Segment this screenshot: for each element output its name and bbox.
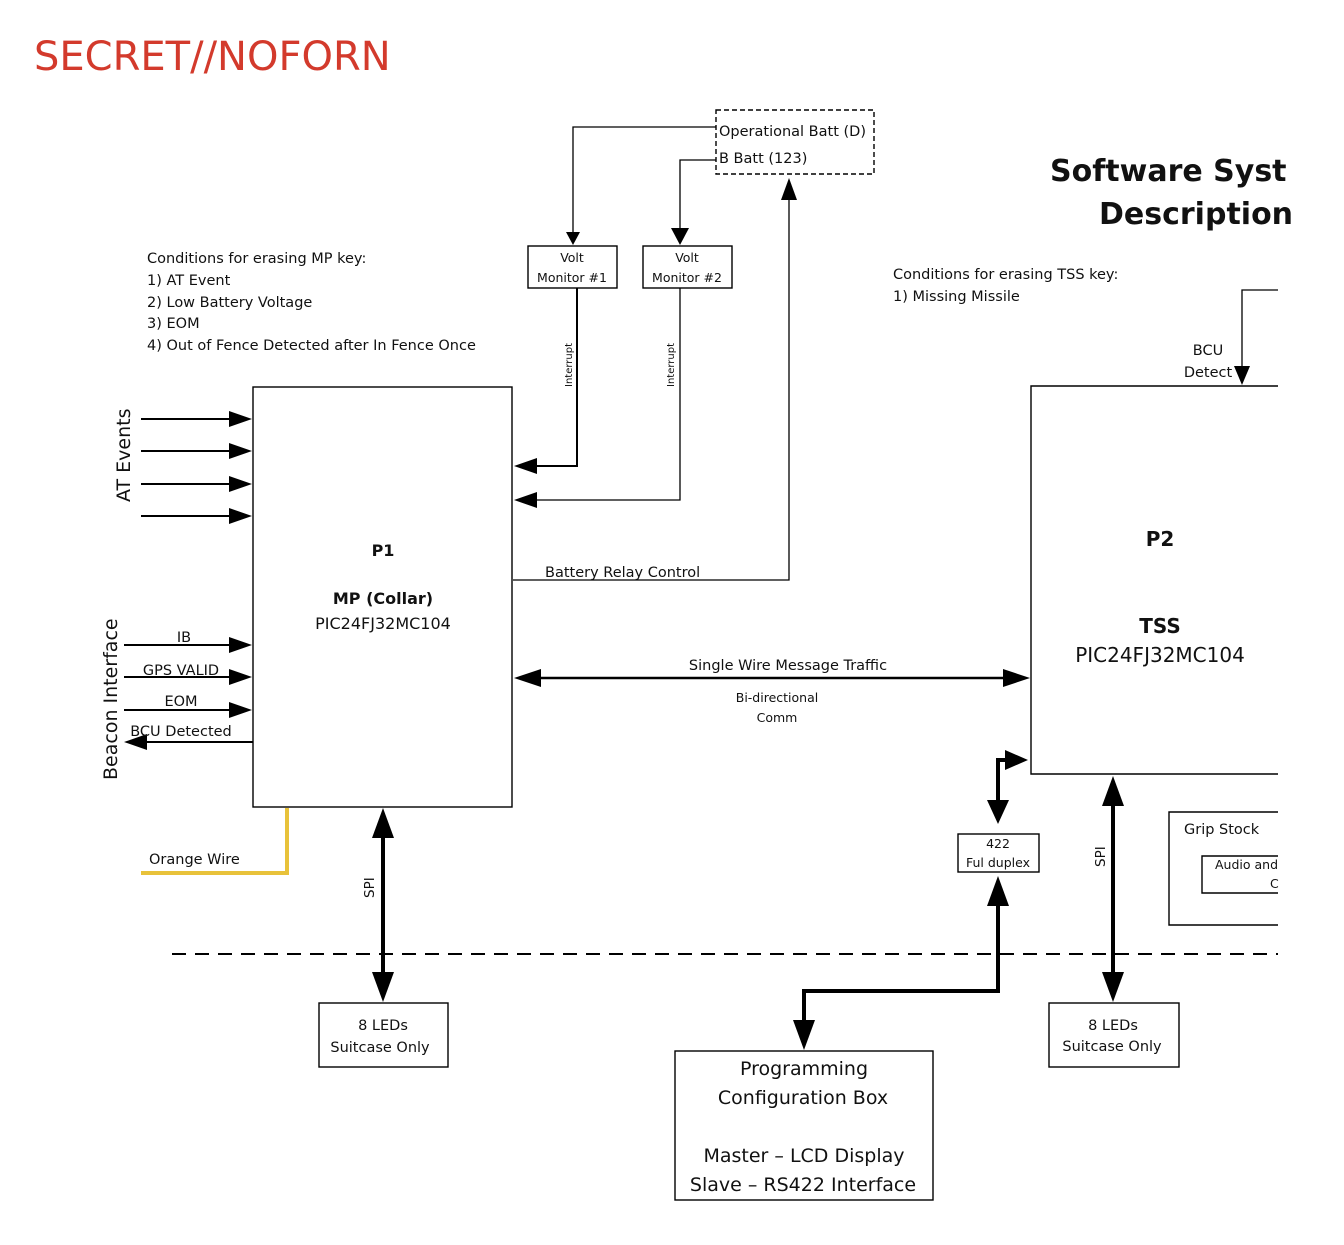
b-batt-to-monitor2-line xyxy=(679,159,716,232)
rs422-lower-line xyxy=(802,902,1000,1026)
bcu-detect-line xyxy=(1241,289,1278,370)
mp-condition-4: 4) Out of Fence Detected after In Fence … xyxy=(147,338,476,354)
bcu-detect-label-line2: Detect xyxy=(1184,365,1233,381)
programming-box-line1: Programming xyxy=(740,1058,868,1080)
leds-p2-line2: Suitcase Only xyxy=(1062,1039,1162,1055)
programming-box-line4: Slave – RS422 Interface xyxy=(690,1174,916,1196)
arrowhead xyxy=(229,669,252,685)
arrowhead xyxy=(793,1020,815,1050)
p2-name: TSS xyxy=(1139,614,1181,638)
battery-relay-line xyxy=(513,196,790,581)
arrowhead xyxy=(566,232,580,245)
bcu-detect-label-line1: BCU xyxy=(1193,343,1223,359)
grip-stock-box xyxy=(1168,811,1278,926)
arrowhead xyxy=(1102,776,1124,806)
interrupt-1-label: Interrupt xyxy=(564,343,575,387)
orange-wire xyxy=(141,808,289,875)
interrupt-2-line xyxy=(528,288,681,501)
at-events-label: AT Events xyxy=(113,409,135,503)
volt-monitor-1-line2: Monitor #1 xyxy=(537,270,607,285)
mp-condition-1: 1) AT Event xyxy=(147,273,231,289)
op-batt-to-monitor1-line xyxy=(572,126,716,236)
arrowhead xyxy=(514,458,537,474)
rs422-label-line1: 422 xyxy=(986,836,1010,851)
programming-config-box xyxy=(674,1050,934,1201)
arrowhead xyxy=(229,702,252,718)
diagram-title-line1: Software Syst xyxy=(1050,154,1287,189)
audio-label-line2: C xyxy=(1270,876,1279,891)
leds-p1-box xyxy=(318,1002,449,1068)
arrowhead xyxy=(514,492,537,508)
single-wire-comm-label: Single Wire Message Traffic xyxy=(689,658,887,674)
arrowhead xyxy=(372,808,394,838)
programming-box-line2: Configuration Box xyxy=(718,1087,888,1109)
p1-name: MP (Collar) xyxy=(333,589,433,608)
eom-signal-label: EOM xyxy=(164,694,197,710)
leds-p2-line1: 8 LEDs xyxy=(1088,1018,1138,1034)
spi-p2-label: SPI xyxy=(1093,846,1109,867)
volt-monitor-1-line1: Volt xyxy=(560,250,584,265)
arrowhead xyxy=(987,800,1009,824)
arrowhead xyxy=(229,411,252,427)
audio-label-line1: Audio and xyxy=(1215,857,1278,872)
tss-conditions-heading: Conditions for erasing TSS key: xyxy=(893,267,1118,283)
rs422-label-line2: Ful duplex xyxy=(966,855,1030,870)
p1-chip: PIC24FJ32MC104 xyxy=(315,614,451,633)
mp-condition-2: 2) Low Battery Voltage xyxy=(147,295,312,311)
arrowhead xyxy=(987,876,1009,906)
arrowhead xyxy=(229,637,252,653)
arrowhead xyxy=(1003,669,1030,687)
rs422-box xyxy=(957,833,1040,873)
volt-monitor-2-line1: Volt xyxy=(675,250,699,265)
arrowhead xyxy=(229,443,252,459)
beacon-interface-label: Beacon Interface xyxy=(100,618,122,780)
volt-monitor-1-box xyxy=(527,245,618,289)
leds-p1-line1: 8 LEDs xyxy=(358,1018,408,1034)
grip-stock-label: Grip Stock xyxy=(1184,822,1260,838)
arrowhead xyxy=(671,228,689,245)
volt-monitor-2-box xyxy=(642,245,733,289)
tss-condition-1: 1) Missing Missile xyxy=(893,289,1020,305)
leds-p1-line2: Suitcase Only xyxy=(330,1040,430,1056)
arrowhead xyxy=(1102,972,1124,1002)
arrowhead xyxy=(372,972,394,1002)
audio-box xyxy=(1201,855,1278,894)
p2-tss-box xyxy=(1030,385,1278,775)
mp-conditions-heading: Conditions for erasing MP key: xyxy=(147,251,366,267)
b-batt-label: B Batt (123) xyxy=(719,151,807,167)
arrowhead xyxy=(229,508,252,524)
p1-id: P1 xyxy=(372,541,395,560)
leds-p2-box xyxy=(1048,1002,1180,1068)
interrupt-2-label: Interrupt xyxy=(666,343,677,387)
interrupt-1-line xyxy=(528,288,578,467)
arrowhead xyxy=(229,476,252,492)
classification-banner: SECRET//NOFORN xyxy=(34,34,391,80)
p1-mp-collar-box xyxy=(252,386,513,808)
power-source-box xyxy=(715,109,875,175)
bi-directional-label: Bi-directional xyxy=(736,690,818,705)
bcu-detected-signal-label: BCU Detected xyxy=(130,724,232,740)
arrowhead xyxy=(124,734,147,750)
arrowhead xyxy=(514,669,541,687)
comm-label: Comm xyxy=(757,710,798,725)
volt-monitor-2-line2: Monitor #2 xyxy=(652,270,722,285)
mp-condition-3: 3) EOM xyxy=(147,316,200,332)
ib-signal-label: IB xyxy=(177,630,191,646)
diagram-title-line2: Description xyxy=(1099,197,1293,232)
p2-chip: PIC24FJ32MC104 xyxy=(1075,643,1245,667)
spi-p1-label: SPI xyxy=(362,877,378,898)
battery-relay-label: Battery Relay Control xyxy=(545,565,700,581)
arrowhead xyxy=(1234,366,1250,385)
arrowhead xyxy=(781,178,797,200)
gps-valid-signal-label: GPS VALID xyxy=(143,663,219,679)
p2-id: P2 xyxy=(1146,527,1175,551)
programming-box-line3: Master – LCD Display xyxy=(703,1145,904,1167)
operational-batt-label: Operational Batt (D) xyxy=(719,124,866,140)
orange-wire-label: Orange Wire xyxy=(149,852,240,868)
arrowhead xyxy=(1005,750,1028,770)
